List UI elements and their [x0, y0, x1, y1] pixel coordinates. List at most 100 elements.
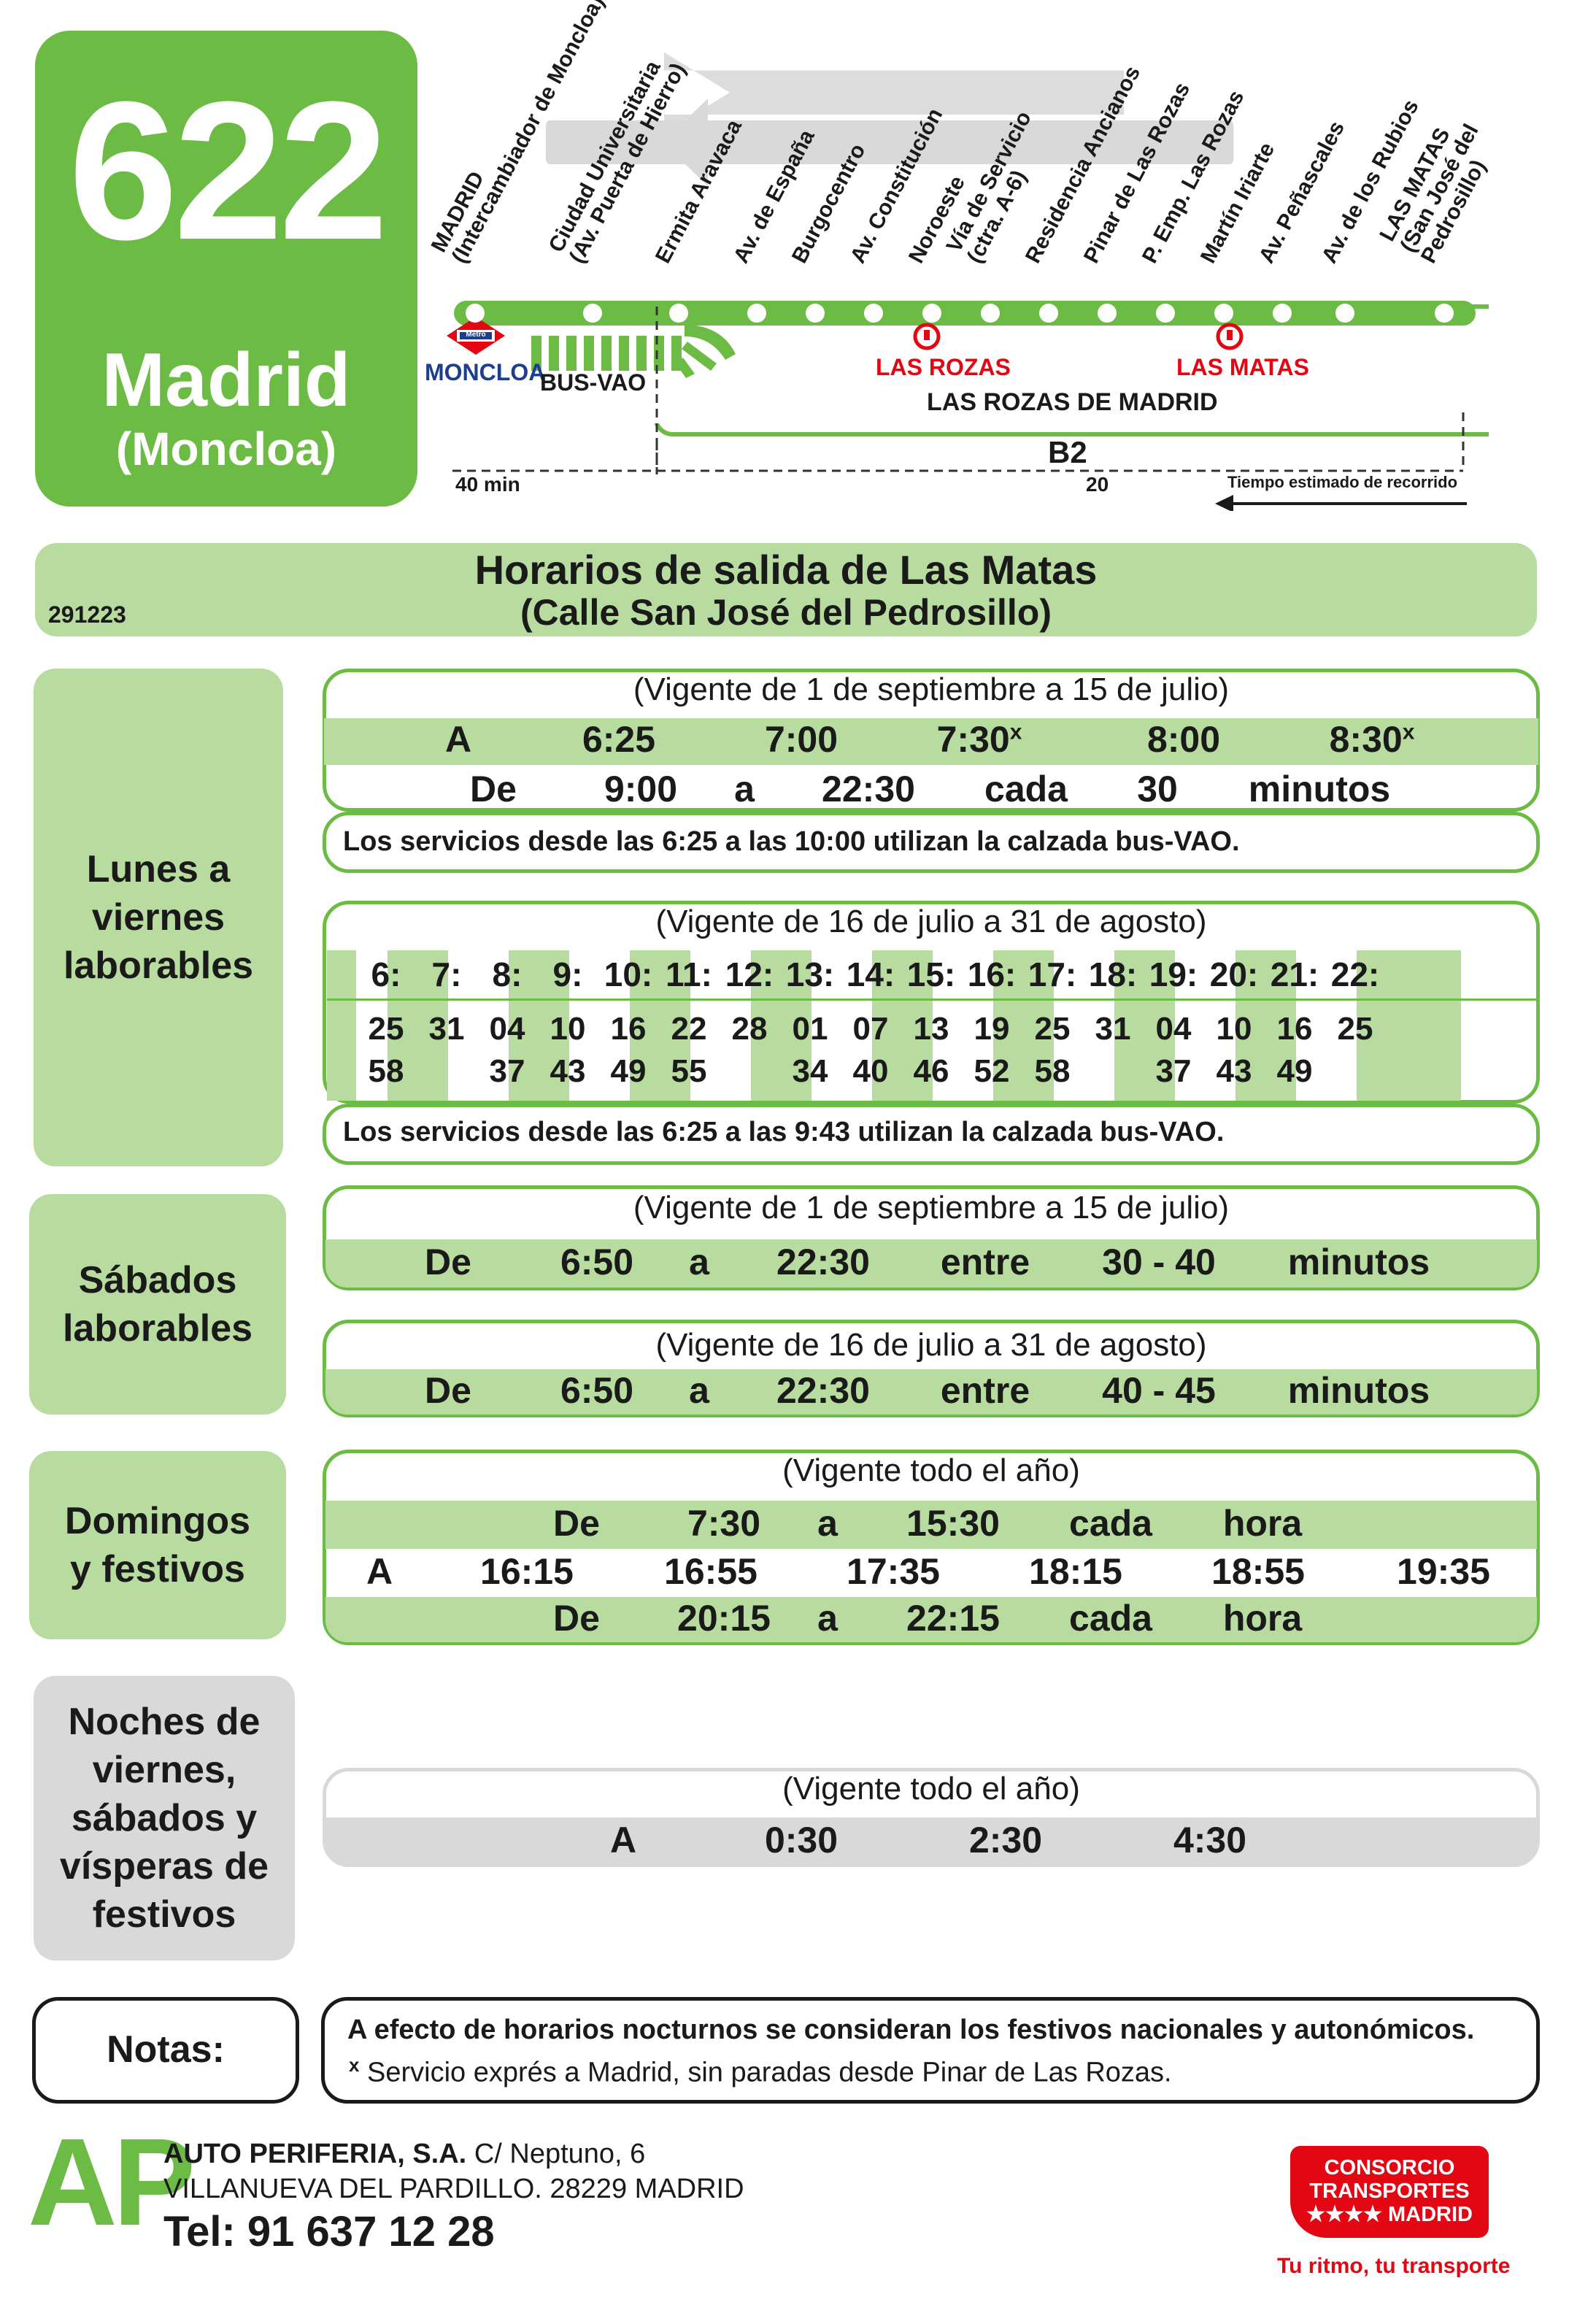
- grid-column-bg: [1296, 950, 1357, 1101]
- saturdays-label: Sábados laborables: [29, 1194, 286, 1415]
- time-total: 40 min: [455, 473, 520, 496]
- saturday-summer-cell: minutos: [1287, 1370, 1430, 1411]
- weekdays-summer-note: Los servicios desde las 6:25 a las 9:43 …: [343, 1117, 1225, 1147]
- sunday-row2-cell: 16:55: [664, 1551, 757, 1592]
- summer-hour: 19:: [1149, 955, 1198, 993]
- summer-minute: 40: [852, 1053, 889, 1089]
- stop-dot: [583, 304, 602, 323]
- weekdays-summer-note-box: [323, 1104, 1540, 1165]
- stop-dot: [981, 304, 1000, 323]
- summer-hour: 15:: [906, 955, 956, 993]
- stop-dot: [1214, 304, 1233, 323]
- grid-left-pad: [327, 950, 356, 1101]
- summer-minute: 43: [550, 1053, 586, 1089]
- summer-minute: 49: [610, 1053, 647, 1089]
- saturday-summer-cell: a: [689, 1370, 709, 1411]
- stop-dot: [864, 304, 883, 323]
- sunday-row2-cell: 16:15: [480, 1551, 574, 1592]
- nights-row-bg: [325, 1817, 1537, 1864]
- saturday-winter-cell: 30 - 40: [1102, 1242, 1216, 1282]
- summer-hour: 21:: [1270, 955, 1319, 993]
- time-caption: Tiempo estimado de recorrido: [1227, 473, 1458, 491]
- grid-column-bg: [1114, 950, 1175, 1101]
- weekdays-label: Lunes a viernes laborables: [34, 669, 283, 1166]
- saturday-winter-cell: entre: [940, 1242, 1030, 1282]
- operator-address-line2: VILLANUEVA DEL PARDILLO. 28229 MADRID: [163, 2174, 744, 2204]
- notes-line2: Servicio exprés a Madrid, sin paradas de…: [367, 2057, 1172, 2088]
- operator-address-line1: AUTO PERIFERIA, S.A. C/ Neptuno, 6: [163, 2139, 645, 2170]
- line-badge: 622 Madrid (Moncloa): [35, 31, 417, 507]
- stop-dot: [466, 304, 485, 323]
- summer-minute: 19: [974, 1011, 1010, 1047]
- summer-minute: 52: [974, 1053, 1010, 1089]
- saturday-summer-cell: 22:30: [776, 1370, 870, 1411]
- saturday-summer-cell: De: [425, 1370, 471, 1411]
- summer-minute: 04: [1155, 1011, 1192, 1047]
- summer-minute: 10: [550, 1011, 586, 1047]
- summer-hour: 7:: [431, 955, 462, 993]
- summer-minute: 58: [1034, 1053, 1071, 1089]
- summer-minute: 34: [792, 1053, 828, 1089]
- express-mark: x: [1402, 720, 1415, 744]
- summer-minute: 16: [1276, 1011, 1313, 1047]
- street: C/ Neptuno, 6: [474, 2139, 646, 2169]
- grid-hline: [327, 999, 1537, 1001]
- busvao-label: BUS-VAO: [540, 369, 647, 396]
- summer-minute: 25: [1337, 1011, 1373, 1047]
- weekday-freq: cada: [984, 769, 1068, 809]
- grid-column-bg: [933, 950, 993, 1101]
- summer-hour: 20:: [1209, 955, 1259, 993]
- consorcio-slogan: Tu ritmo, tu transporte: [1277, 2254, 1511, 2278]
- sunday-row1-cell: De: [553, 1503, 600, 1544]
- summer-hour: 17:: [1028, 955, 1077, 993]
- title-bar: Horarios de salida de Las Matas (Calle S…: [35, 543, 1537, 636]
- stop-dot: [1435, 304, 1454, 323]
- notes-line1: A efecto de horarios nocturnos se consid…: [347, 2015, 1475, 2045]
- grid-column-bg: [993, 950, 1054, 1101]
- grid-column-bg: [569, 950, 630, 1101]
- summer-minute: 37: [1155, 1053, 1192, 1089]
- sunday-row1-cell: a: [817, 1503, 838, 1544]
- weekday-time: 8:00: [1146, 719, 1221, 760]
- express-mark: x: [1009, 720, 1022, 744]
- sunday-row1-cell: 7:30: [687, 1503, 761, 1544]
- metro-label: Metro: [466, 331, 486, 339]
- route-map: Metro MONCLOA BUS-VAO LAS ROZAS LAS MATA…: [423, 0, 1491, 511]
- time: 7:30: [936, 719, 1010, 760]
- summer-minute: 37: [489, 1053, 525, 1089]
- summer-hour: 10:: [604, 955, 653, 993]
- summer-minute: 22: [671, 1011, 707, 1047]
- weekday-freq: 30: [1137, 769, 1178, 809]
- sundays-row3-bg: [325, 1597, 1537, 1642]
- saturday-winter-cell: 6:50: [560, 1242, 634, 1282]
- row-tint: [324, 718, 1538, 765]
- grid-column-bg: [1175, 950, 1235, 1101]
- summer-minute: 46: [913, 1053, 949, 1089]
- night-cell: 4:30: [1173, 1820, 1247, 1861]
- weekday-time: A: [444, 719, 472, 760]
- sundays-label: Domingos y festivos: [29, 1451, 286, 1639]
- saturday-summer-cell: entre: [940, 1370, 1030, 1411]
- grid-column-bg: [388, 950, 448, 1101]
- municipality-label: LAS ROZAS DE MADRID: [927, 388, 1218, 416]
- issue-code: 291223: [48, 601, 126, 628]
- company-name: AUTO PERIFERIA, S.A.: [163, 2139, 467, 2169]
- summer-hour: 8:: [492, 955, 523, 993]
- summer-hour: 9:: [552, 955, 583, 993]
- grid-column-bg: [630, 950, 690, 1101]
- weekday-time-express: 7:30x: [937, 718, 1022, 761]
- stop-dot: [1273, 304, 1292, 323]
- sunday-row2-cell: 19:35: [1397, 1551, 1490, 1592]
- summer-minute: 25: [368, 1011, 404, 1047]
- summer-minute: 25: [1034, 1011, 1071, 1047]
- destination-sub: (Moncloa): [115, 423, 337, 475]
- grid-column-bg: [872, 950, 933, 1101]
- sunday-row3-cell: De: [553, 1598, 600, 1639]
- summer-minute: 04: [489, 1011, 525, 1047]
- saturday-winter-cell: a: [689, 1242, 709, 1282]
- summer-minute: 31: [428, 1011, 465, 1047]
- consorcio-line: CONSORCIO: [1324, 2156, 1455, 2179]
- schedule-subtitle: (Calle San José del Pedrosillo): [520, 592, 1052, 633]
- destination: Madrid: [101, 338, 351, 423]
